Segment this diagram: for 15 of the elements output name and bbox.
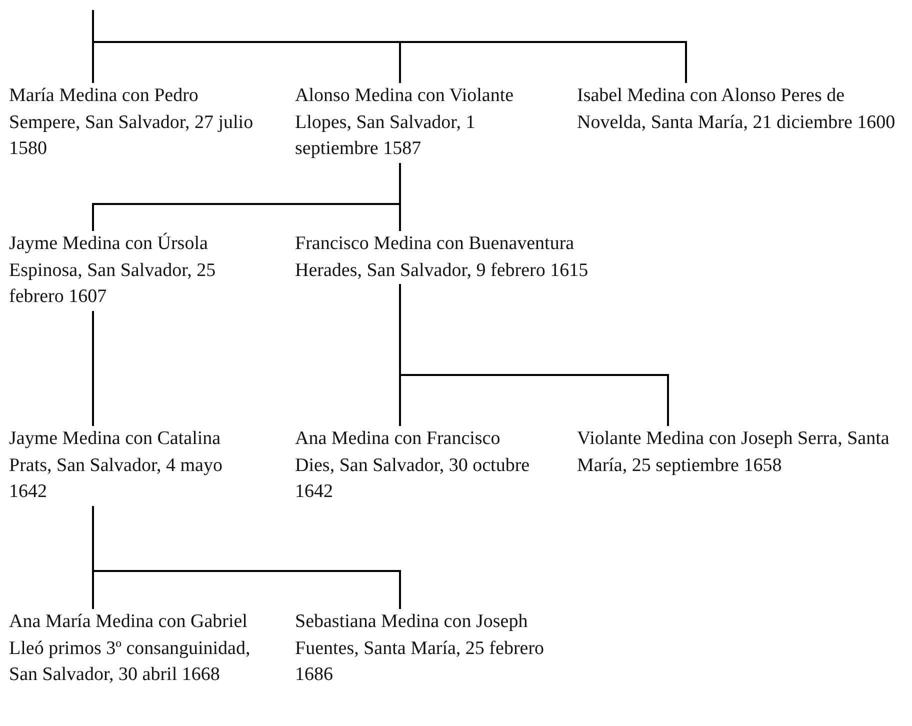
marriage-record-text: Isabel Medina con Alonso Peres de Novelda, Santa María, 21 diciembre 1600 (577, 84, 896, 135)
family-tree-line (92, 311, 94, 426)
marriage-record-text: Alonso Medina con Violante Llopes, San Salvador, 1 septiembre 1587 (295, 84, 515, 162)
family-tree-line (92, 10, 687, 83)
marriage-record-text: María Medina con Pedro Sempere, San Salvador, 27 julio 1580 (9, 84, 254, 162)
marriage-record-text: Sebastiana Medina con Joseph Fuentes, Santa María, 25 febrero 1686 (295, 610, 545, 688)
family-tree-line (399, 284, 669, 426)
marriage-record-text: Ana Medina con Francisco Dies, San Salvador, 30 octubre 1642 (295, 427, 531, 504)
marriage-record-text: Jayme Medina con Úrsola Espinosa, San Salvador, 25 febrero 1607 (9, 232, 217, 310)
family-tree-line (399, 163, 401, 231)
marriage-record-text: Violante Medina con Joseph Serra, Santa María, 25 septiembre 1658 (577, 427, 890, 478)
marriage-record-text: Francisco Medina con Buenaventura Herades, San Salvador, 9 febrero 1615 (295, 232, 590, 283)
marriage-record-text: Ana María Medina con Gabriel Lleó primos 3º consanguinidad, San Salvador, 30 abril 1668 (9, 610, 252, 688)
family-tree-line (92, 506, 401, 609)
marriage-record-text: Jayme Medina con Catalina Prats, San Salvador, 4 mayo 1642 (9, 427, 224, 504)
